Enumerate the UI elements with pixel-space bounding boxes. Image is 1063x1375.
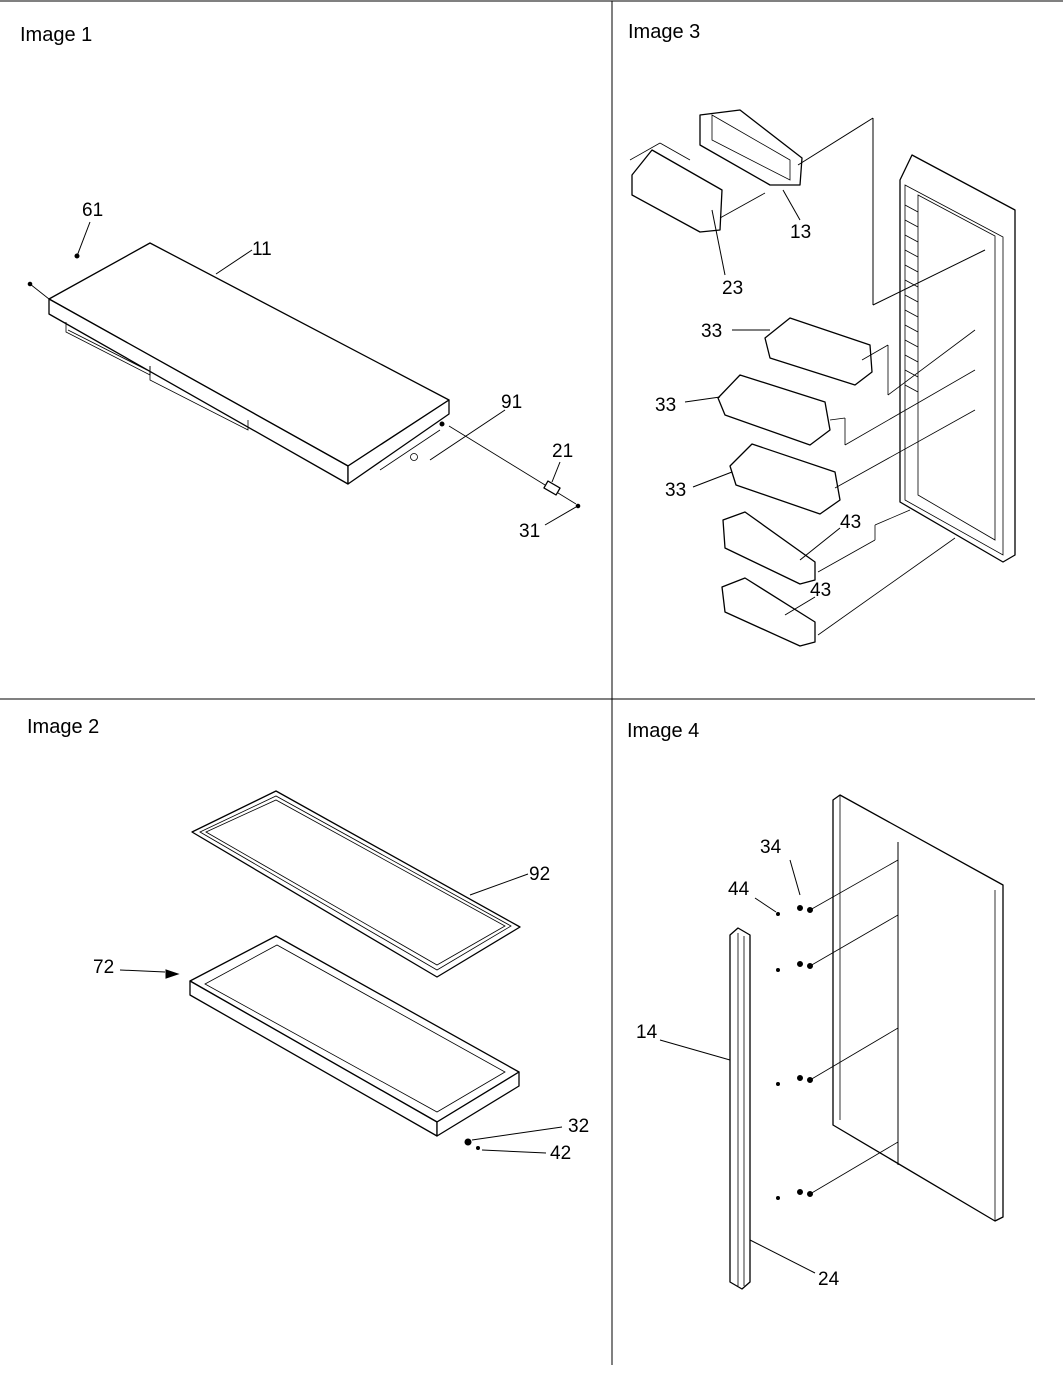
part-72-clip [165, 969, 180, 979]
door-bin-33-middle [717, 374, 831, 446]
shelf-pin [439, 421, 445, 427]
door-bin-43-upper [722, 511, 816, 585]
screw-61 [74, 253, 80, 259]
shelf-hole [410, 453, 418, 461]
door-bin-33-top [764, 317, 873, 386]
part-31-screw [575, 503, 581, 509]
callout-33-top: 33 [701, 321, 722, 342]
callout-32: 32 [568, 1116, 589, 1137]
part-42 [476, 1146, 480, 1150]
door-liner-ribs [904, 204, 919, 393]
panel-title-image4: Image 4 [627, 720, 700, 742]
part-32 [464, 1138, 472, 1146]
door-bin-43-lower [721, 577, 816, 647]
shelf-top [48, 242, 450, 467]
callout-44: 44 [728, 879, 750, 900]
shelf-frame [189, 935, 520, 1123]
callout-61: 61 [82, 200, 103, 221]
panel-title-image1: Image 1 [20, 24, 93, 46]
screw-set [776, 905, 813, 1200]
callout-92: 92 [529, 864, 550, 885]
image3-door-bin-assembly [629, 109, 1016, 647]
callout-43-upper: 43 [840, 512, 861, 533]
callout-42: 42 [550, 1143, 571, 1164]
panel-title-image3: Image 3 [628, 21, 701, 43]
shelf-side-edge [347, 399, 450, 485]
door-bin-33-bottom [729, 443, 841, 515]
dairy-bin-13 [699, 109, 803, 186]
trim-strip-14 [729, 927, 751, 1290]
callout-14: 14 [636, 1022, 658, 1043]
callout-33-middle: 33 [655, 395, 676, 416]
callout-31: 31 [519, 521, 540, 542]
callout-43-lower: 43 [810, 580, 831, 601]
callout-13: 13 [790, 222, 811, 243]
callout-11: 11 [252, 239, 272, 260]
image1-shelf-assembly [27, 221, 581, 526]
dairy-cover-23 [631, 149, 723, 233]
callout-33-bottom: 33 [665, 480, 686, 501]
door-outer-panel [832, 794, 1004, 1222]
door-panel [899, 154, 1016, 563]
image2-glass-shelf-assembly [119, 790, 563, 1154]
callout-72: 72 [93, 957, 114, 978]
image4-door-trim-assembly [659, 794, 1004, 1290]
callout-21: 21 [552, 441, 573, 462]
panel-title-image2: Image 2 [27, 716, 100, 738]
glass-panel-92 [191, 790, 521, 978]
callout-24: 24 [818, 1269, 840, 1290]
callout-34: 34 [760, 837, 782, 858]
callout-91: 91 [501, 392, 522, 413]
callout-labels: 61 11 91 21 31 92 72 32 42 13 23 33 33 3… [82, 200, 861, 1290]
part-21-clip [543, 480, 561, 496]
callout-23: 23 [722, 278, 743, 299]
